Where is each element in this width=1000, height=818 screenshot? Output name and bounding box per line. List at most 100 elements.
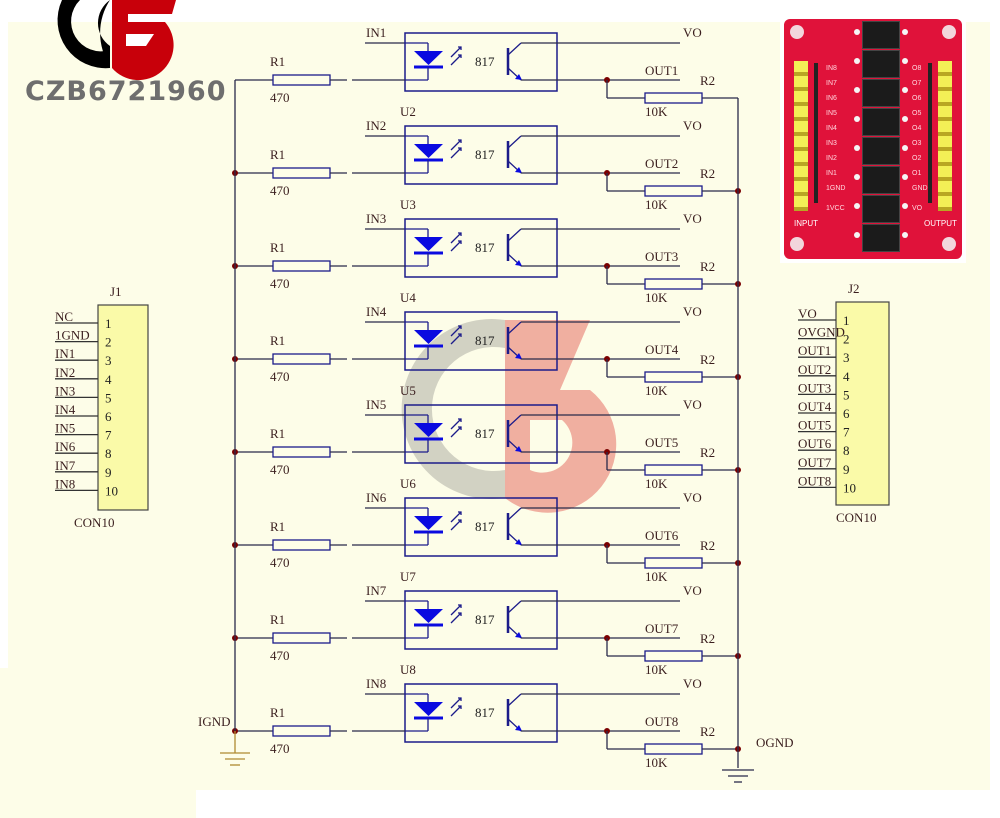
emitter-arrow-icon [515, 725, 522, 731]
resistor-r1-ref: R1 [270, 426, 285, 441]
j1-pin-net-label: NC [55, 309, 73, 324]
j1-pin-net-label: IN1 [55, 346, 75, 361]
j2-pin-net-label: OUT5 [798, 418, 831, 433]
resistor-r2-ref: R2 [700, 631, 715, 646]
output-pin-header [938, 61, 952, 211]
optocoupler-chip [862, 195, 900, 223]
output-net-label: OUT3 [645, 249, 678, 264]
solder-pad [854, 174, 860, 180]
mount-hole [790, 25, 804, 39]
led-diode-icon [414, 702, 443, 716]
board-vo-label: VO [912, 205, 923, 212]
optocoupler-ref: U5 [400, 383, 416, 398]
j1-pin-net-label: IN2 [55, 365, 75, 380]
solder-pad [854, 29, 860, 35]
sheet-background [0, 22, 990, 818]
solder-pad [854, 232, 860, 238]
led-diode-icon [414, 609, 443, 623]
logo-text: CZB6721960 [25, 76, 226, 107]
led-diode-icon [414, 51, 443, 65]
j1-type: CON10 [74, 515, 114, 530]
j1-pin-net-label: IN6 [55, 439, 76, 454]
solder-pad [854, 87, 860, 93]
resistor-r1-value: 470 [270, 741, 290, 756]
optocoupler-chip [862, 50, 900, 78]
input-net-label: IN1 [366, 25, 386, 40]
resistor-r2-value: 10K [645, 569, 668, 584]
vo-net-label: VO [683, 676, 702, 691]
optocoupler-part-number: 817 [475, 147, 495, 162]
vo-net-label: VO [683, 118, 702, 133]
j1-pin-number: 10 [105, 483, 118, 498]
input-socket-rail [814, 63, 818, 203]
j2-pin-net-label: OUT8 [798, 473, 831, 488]
resistor-r2 [644, 650, 703, 662]
board-input-label: IN6 [826, 95, 837, 102]
output-net-label: OUT2 [645, 156, 678, 171]
light-emission-icon [450, 46, 462, 66]
j1-pin-number: 1 [105, 316, 112, 331]
optocoupler-body [404, 497, 558, 557]
resistor-r1-ref: R1 [270, 54, 285, 69]
led-diode-icon [414, 237, 443, 251]
vo-net-label: VO [683, 211, 702, 226]
solder-pad [902, 87, 908, 93]
resistor-r2 [644, 185, 703, 197]
j1-pin-number: 5 [105, 390, 112, 405]
light-emission-icon [450, 325, 462, 345]
resistor-r2-value: 10K [645, 662, 668, 677]
j1-pin-net-label: IN5 [55, 421, 75, 436]
j2-pin-number: 9 [843, 462, 850, 477]
j2-pin-net-label: OVGND [798, 325, 845, 340]
watermark-gray-c [401, 319, 505, 499]
optocoupler-ref: U6 [400, 476, 416, 491]
collector-lead [507, 42, 522, 56]
board-input-label: IN8 [826, 65, 837, 72]
input-pin-header [794, 61, 808, 211]
optocoupler-chip [862, 137, 900, 165]
output-ground-label: OGND [756, 735, 794, 750]
j2-pin-net-label: OUT7 [798, 455, 832, 470]
j1-pin-net-label: 1GND [55, 328, 90, 343]
collector-lead [507, 321, 522, 335]
optocoupler-ref: U2 [400, 104, 416, 119]
board-input-label: IN4 [826, 125, 837, 132]
resistor-r1-ref: R1 [270, 240, 285, 255]
optocoupler-ref: U4 [400, 290, 416, 305]
input-ground-symbol [220, 731, 250, 766]
resistor-r1-ref: R1 [270, 705, 285, 720]
j2-pin-number: 7 [843, 425, 850, 440]
watermark-red-shape [505, 320, 617, 513]
vo-net-label: VO [683, 583, 702, 598]
resistor-r1-ref: R1 [270, 612, 285, 627]
solder-pad [854, 116, 860, 122]
light-emission-icon [450, 139, 462, 159]
led-diode-icon [414, 423, 443, 437]
board-output-title: OUTPUT [924, 219, 957, 228]
j1-pin-number: 4 [105, 372, 112, 387]
led-diode-icon [414, 330, 443, 344]
optocoupler-body [404, 125, 558, 185]
resistor-r1-value: 470 [270, 276, 290, 291]
input-net-label: IN3 [366, 211, 386, 226]
j2-pin-net-label: OUT6 [798, 436, 832, 451]
resistor-r2-ref: R2 [700, 445, 715, 460]
board-output-label: O3 [912, 140, 922, 147]
optocoupler-part-number: 817 [475, 426, 495, 441]
solder-pad [902, 145, 908, 151]
collector-lead [507, 414, 522, 428]
resistor-r2-ref: R2 [700, 166, 715, 181]
optocoupler-ref: U8 [400, 662, 416, 677]
resistor-r1-value: 470 [270, 183, 290, 198]
resistor-r2-value: 10K [645, 383, 668, 398]
j2-pin-number: 6 [843, 406, 850, 421]
optocoupler-circuit: IN1817VOOUT1R210KR1470U2IN2817VOOUT2R210… [198, 25, 794, 783]
j2-pin-net-label: OUT1 [798, 343, 831, 358]
emitter-arrow-icon [515, 353, 522, 359]
j1-pin-number: 9 [105, 465, 112, 480]
collector-lead [507, 228, 522, 242]
